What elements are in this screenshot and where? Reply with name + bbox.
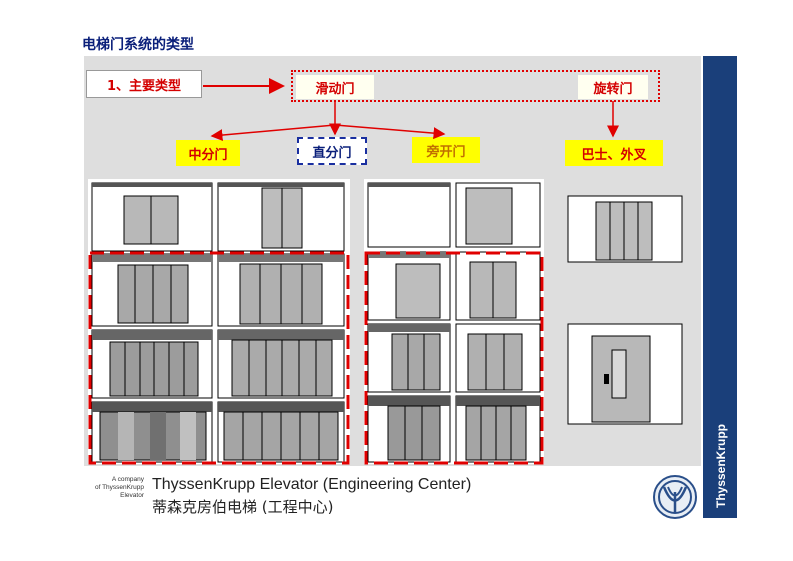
door-type-group-box bbox=[291, 70, 660, 102]
brand-sidebar bbox=[703, 56, 737, 518]
company-small-text: A company of ThyssenKrupp Elevator bbox=[70, 476, 144, 500]
side-door-row-1 bbox=[367, 182, 541, 248]
side-door-row-3 bbox=[367, 323, 541, 393]
company-name-en: ThyssenKrupp Elevator (Engineering Cente… bbox=[152, 476, 472, 493]
page-title: 电梯门系统的类型 bbox=[82, 37, 194, 53]
center-door-row-2 bbox=[91, 253, 345, 327]
center-door-row-4 bbox=[91, 401, 345, 463]
thyssenkrupp-logo-icon bbox=[653, 475, 697, 519]
center-door-row-1 bbox=[91, 182, 345, 252]
center-opening-label: 中分门 bbox=[176, 140, 240, 166]
sliding-door-label: 滑动门 bbox=[296, 75, 374, 99]
center-opening-label-text: 中分门 bbox=[188, 147, 228, 163]
center-vertical-door-panel bbox=[88, 179, 350, 465]
vertical-bi-parting-label: 直分门 bbox=[297, 137, 367, 165]
branch-arrows bbox=[210, 101, 619, 142]
bus-door-label-text: 巴士、外叉 bbox=[581, 147, 647, 163]
side-opening-door-panel bbox=[364, 179, 544, 465]
side-door-row-2 bbox=[367, 251, 541, 321]
side-opening-label-text: 旁开门 bbox=[426, 144, 466, 160]
bus-door-diagram bbox=[567, 195, 683, 263]
side-opening-label: 旁开门 bbox=[412, 137, 480, 163]
main-type-label: 1、主要类型 bbox=[86, 70, 202, 98]
company-small-line-1: A company bbox=[111, 476, 144, 483]
rotating-door-label: 旋转门 bbox=[578, 75, 648, 99]
company-name-cn: 蒂森克房伯电梯 (工程中心) bbox=[152, 498, 334, 516]
center-door-row-3 bbox=[91, 329, 345, 399]
swing-door-diagram bbox=[567, 323, 683, 425]
rotating-door-label-text: 旋转门 bbox=[593, 81, 633, 97]
company-small-line-3: Elevator bbox=[120, 492, 144, 499]
bus-door-label: 巴士、外叉 bbox=[565, 140, 663, 166]
main-type-label-text: 1、主要类型 bbox=[106, 78, 182, 94]
side-door-row-4 bbox=[367, 395, 541, 463]
company-small-line-2: of ThyssenKrupp bbox=[94, 484, 144, 491]
vertical-bi-parting-label-text: 直分门 bbox=[312, 145, 352, 161]
sliding-door-label-text: 滑动门 bbox=[315, 81, 355, 97]
